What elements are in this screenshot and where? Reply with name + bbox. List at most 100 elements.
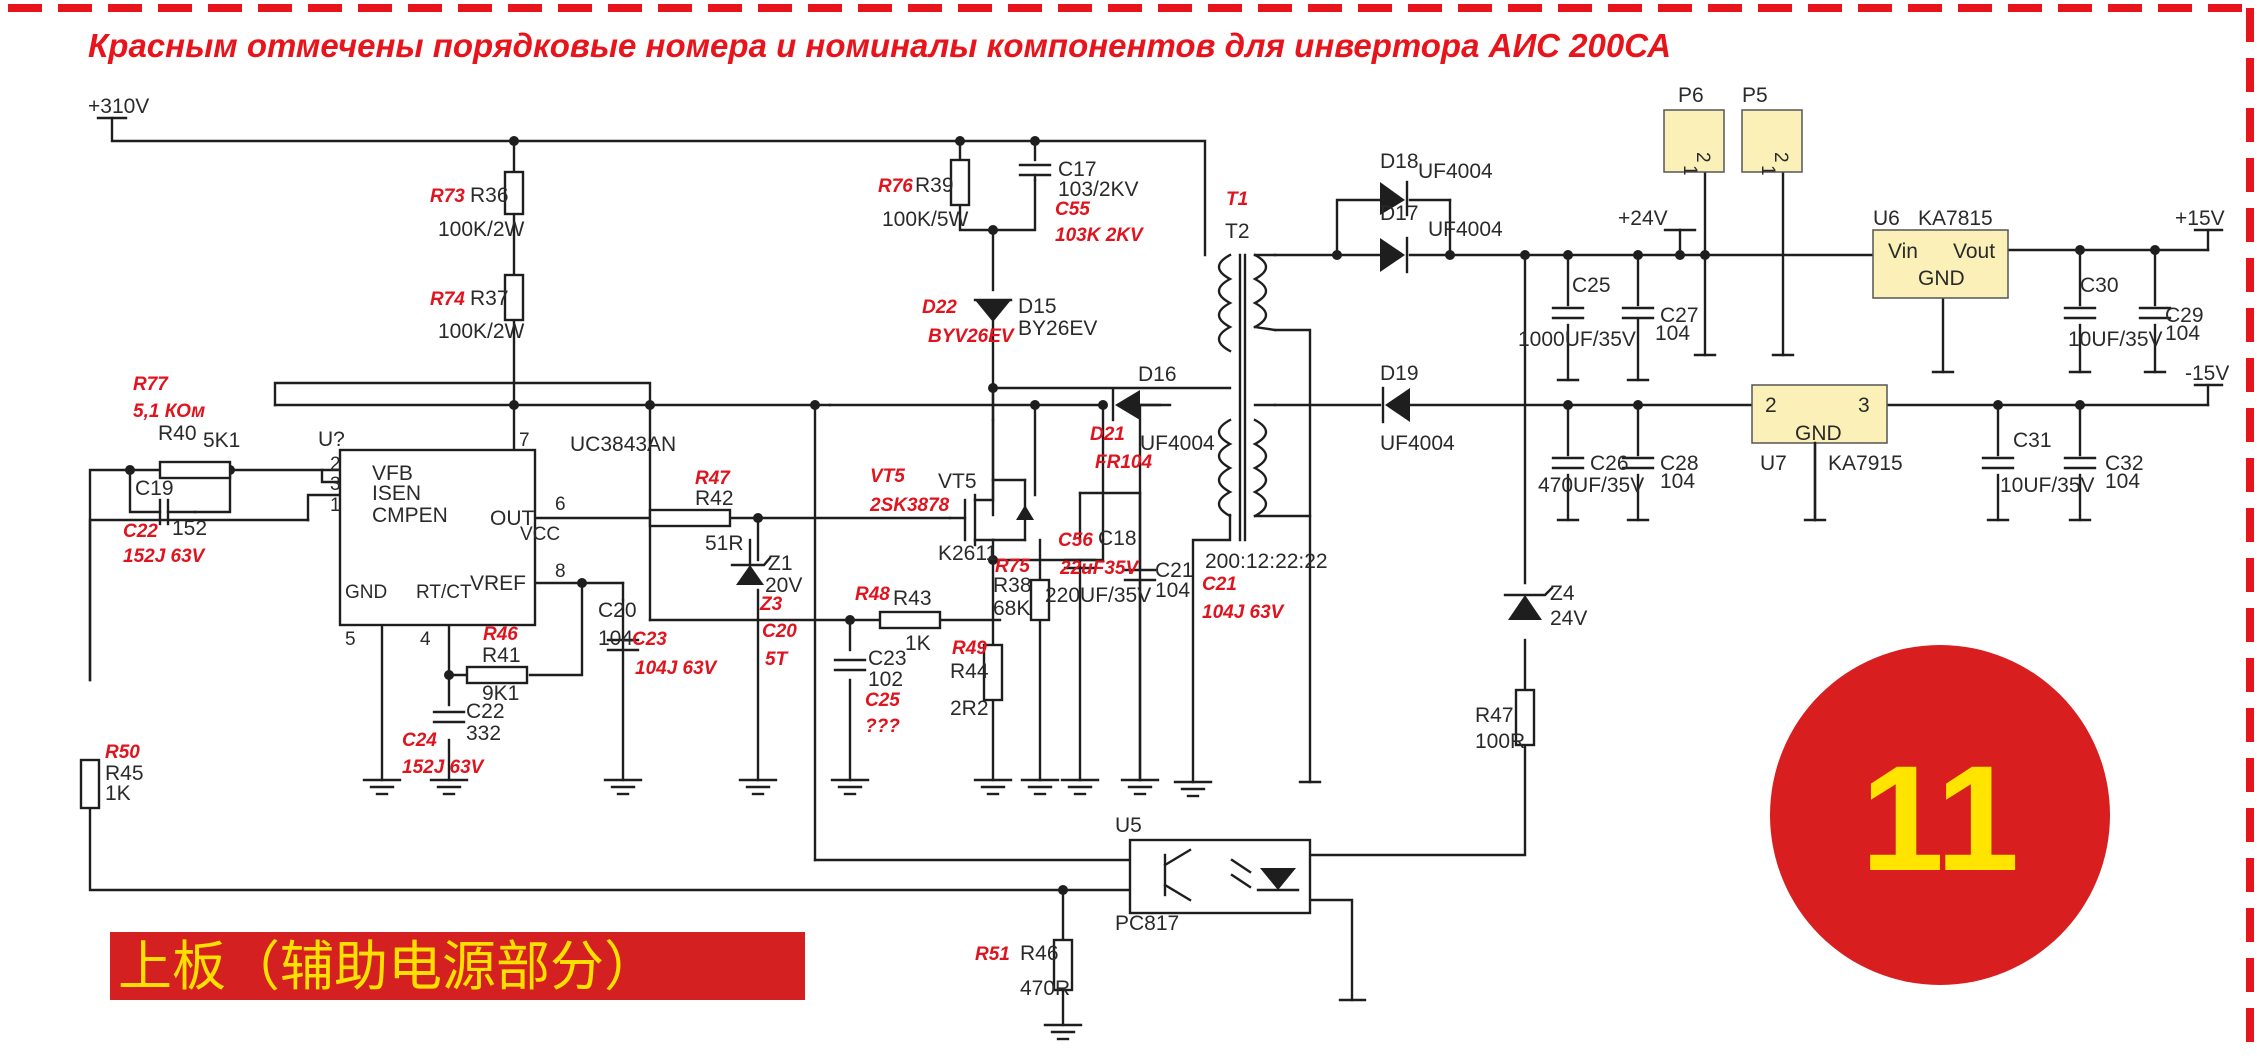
c23-val: 102: [868, 668, 903, 691]
red-d22: D22: [922, 297, 957, 318]
c25-val: 1000UF/35V: [1518, 328, 1636, 351]
p5-ref: P5: [1742, 84, 1768, 107]
c27-val: 104: [1655, 322, 1690, 345]
uc3843-chip: [338, 448, 537, 627]
ic-p3: 3: [330, 474, 341, 495]
optocoupler-inner: [1163, 848, 1300, 902]
p6-pin2: 2: [1692, 152, 1713, 163]
ic-p4: 4: [420, 629, 431, 650]
ic-vcc: VCC: [520, 524, 560, 545]
r37-ref: R37: [470, 287, 509, 310]
c18-val: 220UF/35V: [1045, 584, 1151, 607]
c26-val: 470UF/35V: [1538, 474, 1644, 497]
u6-gnd: GND: [1918, 267, 1965, 290]
c28-val: 104: [1660, 470, 1695, 493]
rail-symbols: [1663, 228, 2224, 387]
d17-ref: D17: [1380, 202, 1419, 225]
diodes: [730, 180, 1554, 620]
red-labels: R73 R74 R77 5,1 КОм C22 152J 63V R76 C55…: [105, 176, 1285, 965]
c22-val: 332: [466, 722, 501, 745]
badge-number: 11: [1861, 734, 2020, 902]
red-c56: C56: [1058, 530, 1093, 551]
red-r74: R74: [430, 289, 465, 310]
r42-body: [648, 508, 732, 528]
c30-ref: C30: [2080, 274, 2119, 297]
r38-body: [1029, 578, 1051, 622]
red-c21-val: 104J 63V: [1202, 602, 1285, 623]
c18-ref: C18: [1098, 527, 1137, 550]
u7-ref: U7: [1760, 452, 1787, 475]
ic-vref: VREF: [470, 572, 526, 595]
r39-ref: R39: [915, 174, 954, 197]
ic-cmpen: CMPEN: [372, 504, 448, 527]
red-c23: C23: [632, 629, 667, 650]
r42-val: 51R: [705, 532, 744, 555]
ic-isen: ISEN: [372, 482, 421, 505]
ic-p5: 5: [345, 629, 356, 650]
red-z3: Z3: [759, 594, 783, 615]
ic-p6: 6: [555, 494, 566, 515]
red-c25-val: ???: [865, 716, 900, 737]
r38-ref: R38: [993, 574, 1032, 597]
d17-val: UF4004: [1428, 218, 1503, 241]
p6-pin1: 1: [1679, 165, 1700, 176]
red-r77-val: 5,1 КОм: [133, 401, 205, 422]
r42-ref: R42: [695, 487, 734, 510]
c20-ref: C20: [598, 599, 637, 622]
red-d21-val: FR104: [1095, 452, 1152, 473]
ic-rtct: RT/CT: [416, 582, 472, 603]
mosfet-vt5: [948, 386, 1034, 547]
r37-val: 100K/2W: [438, 320, 525, 343]
transformer-t2: [1217, 253, 1312, 542]
connector-p5: [1741, 109, 1803, 173]
c17-ref: C17: [1058, 158, 1097, 181]
c19-ref: C19: [135, 477, 174, 500]
red-c23-val: 104J 63V: [635, 658, 718, 679]
r46b-ref: R46: [1020, 942, 1059, 965]
ic-part: UC3843AN: [570, 433, 676, 456]
r36-ref: R36: [470, 184, 509, 207]
red-c20-val: 5T: [765, 649, 789, 670]
z1-val: 20V: [765, 574, 802, 597]
ic-p7: 7: [519, 430, 530, 451]
r45-ref: R45: [105, 762, 144, 785]
rail-24v: +24V: [1618, 207, 1668, 230]
r40-val: 5K1: [203, 429, 240, 452]
black-labels: +310V +24V +15V -15V U? UC3843AN VFB ISE…: [88, 84, 2229, 1000]
d18-ref: D18: [1380, 150, 1419, 173]
r46b-val: 470R: [1020, 977, 1070, 1000]
red-c25: C25: [865, 690, 900, 711]
r40-ref: R40: [158, 422, 197, 445]
c21-ref: C21: [1155, 559, 1194, 582]
red-d22-val: BYV26EV: [928, 326, 1015, 347]
r40-body: [158, 460, 232, 480]
ic-p8: 8: [555, 561, 566, 582]
capacitors: [158, 163, 2172, 724]
d19-val: UF4004: [1380, 432, 1455, 455]
c32-val: 104: [2105, 470, 2140, 493]
red-c22-val: 152J 63V: [123, 546, 206, 567]
c29-val: 104: [2165, 322, 2200, 345]
p6-ref: P6: [1678, 84, 1704, 107]
r45-body: [79, 758, 101, 810]
r43-val: 1K: [905, 632, 931, 655]
p5-pin1: 1: [1757, 165, 1778, 176]
red-r46: R46: [483, 624, 518, 645]
regulator-u7: [1751, 384, 1888, 444]
red-c56-val: 22uF35V: [1059, 558, 1139, 579]
red-r77: R77: [133, 374, 169, 395]
red-vt5-val: 2SK3878: [869, 495, 950, 516]
c31-val: 10UF/35V: [2000, 474, 2095, 497]
ground-symbols: [362, 353, 2167, 1041]
r47b-body: [1514, 688, 1536, 747]
r41-ref: R41: [482, 644, 521, 667]
red-r51: R51: [975, 944, 1010, 965]
r44-val: 2R2: [950, 697, 989, 720]
r41-body: [465, 665, 529, 685]
u7-gnd: GND: [1795, 422, 1842, 445]
c26-ref: C26: [1590, 452, 1629, 475]
red-r47: R47: [695, 468, 731, 489]
red-vt5: VT5: [870, 466, 905, 487]
red-c20: C20: [762, 621, 797, 642]
